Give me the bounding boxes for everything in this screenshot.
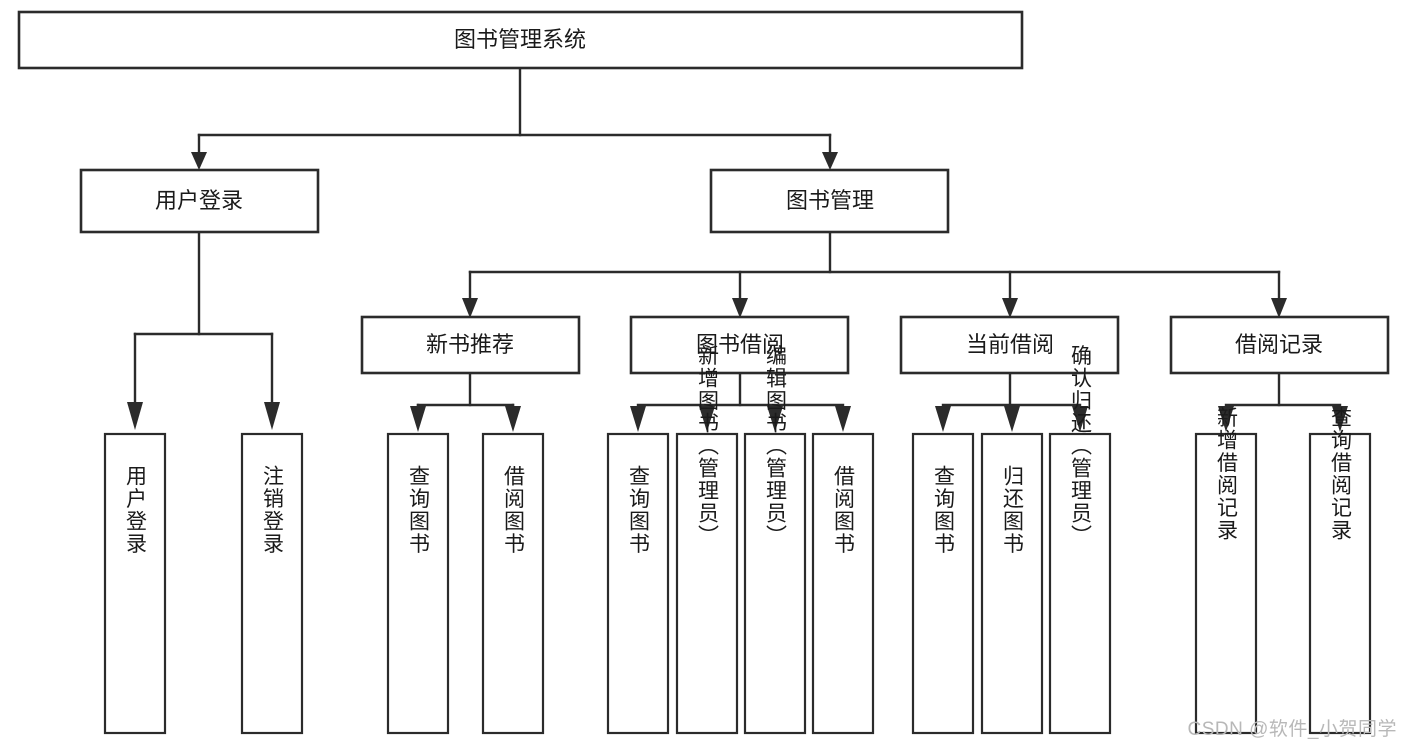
node-current-borrow-box[interactable] [899, 315, 1120, 375]
arrow-head-leaf-confirm-return [1072, 406, 1088, 432]
node-leaf-add-record-label: 新增借阅记录 [1215, 407, 1239, 542]
node-root-label: 图书管理系统 [454, 27, 586, 52]
node-leaf-borrow-book-2[interactable]: 借阅图书 [811, 432, 875, 735]
node-new-book-rec-box[interactable] [360, 315, 581, 375]
node-leaf-query-book-2-label: 查询图书 [627, 465, 651, 555]
node-leaf-query-record[interactable]: 查询借阅记录 [1308, 407, 1372, 735]
arrow-head-book-borrow [732, 298, 748, 318]
node-leaf-confirm-return[interactable]: 确认归还（管理员） [1048, 345, 1112, 735]
node-leaf-borrow-book-2-box[interactable] [811, 432, 875, 735]
node-leaf-user-login-label: 用户登录 [124, 465, 148, 555]
arrow-head-leaf-query-book-1 [410, 406, 426, 432]
node-new-book-rec-label: 新书推荐 [426, 332, 514, 357]
arrow-head-leaf-edit-book [767, 406, 783, 432]
node-leaf-query-record-label: 查询借阅记录 [1329, 407, 1353, 542]
node-current-borrow-label: 当前借阅 [966, 332, 1054, 357]
node-leaf-user-logout-box[interactable] [240, 432, 304, 735]
node-borrow-record-box[interactable] [1169, 315, 1390, 375]
node-leaf-borrow-book-1-box[interactable] [481, 432, 545, 735]
arrow-head-current-borrow [1002, 298, 1018, 318]
arrow-head-leaf-return-book [1004, 406, 1020, 432]
node-leaf-return-book-box[interactable] [980, 432, 1044, 735]
node-book-manage-box[interactable] [709, 168, 950, 234]
arrow-head-leaf-query-book-3 [935, 406, 951, 432]
arrow-head-borrow-record [1271, 298, 1287, 318]
node-leaf-query-book-1-box[interactable] [386, 432, 450, 735]
node-leaf-borrow-book-2-label: 借阅图书 [832, 465, 856, 555]
connector-layer [127, 66, 1348, 432]
node-new-book-rec[interactable]: 新书推荐 [360, 315, 581, 375]
node-leaf-query-book-3[interactable]: 查询图书 [911, 432, 975, 735]
node-leaf-borrow-book-1[interactable]: 借阅图书 [481, 432, 545, 735]
arrow-head-leaf-user-login [127, 402, 143, 430]
node-leaf-query-book-2[interactable]: 查询图书 [606, 432, 670, 735]
node-book-borrow[interactable]: 图书借阅 [629, 315, 850, 375]
node-book-borrow-label: 图书借阅 [696, 332, 784, 357]
node-leaf-query-book-1[interactable]: 查询图书 [386, 432, 450, 735]
arrow-head-user-login [191, 152, 207, 170]
node-leaf-add-record[interactable]: 新增借阅记录 [1194, 407, 1258, 735]
node-leaf-edit-book-label: 编辑图书（管理员） [764, 345, 788, 548]
node-user-login[interactable]: 用户登录 [79, 168, 320, 234]
node-root-box[interactable] [17, 10, 1024, 70]
arrow-head-leaf-add-book [699, 406, 715, 432]
node-borrow-record-label: 借阅记录 [1235, 332, 1323, 357]
node-leaf-edit-book-box[interactable] [743, 432, 807, 735]
node-user-login-box[interactable] [79, 168, 320, 234]
node-leaf-query-book-3-label: 查询图书 [932, 465, 956, 555]
node-leaf-add-record-box[interactable] [1194, 432, 1258, 735]
arrow-head-leaf-user-logout [264, 402, 280, 430]
node-leaf-return-book[interactable]: 归还图书 [980, 432, 1044, 735]
node-book-manage[interactable]: 图书管理 [709, 168, 950, 234]
node-leaf-query-book-2-box[interactable] [606, 432, 670, 735]
node-leaf-user-logout-label: 注销登录 [261, 465, 285, 555]
node-leaf-query-record-box[interactable] [1308, 432, 1372, 735]
arrow-head-leaf-add-record [1218, 406, 1234, 432]
node-leaf-confirm-return-box[interactable] [1048, 432, 1112, 735]
node-user-login-label: 用户登录 [155, 188, 243, 213]
node-leaf-confirm-return-label: 确认归还（管理员） [1069, 345, 1093, 548]
node-book-manage-label: 图书管理 [786, 188, 874, 213]
node-leaf-add-book-label: 新增图书（管理员） [696, 345, 720, 548]
arrow-head-leaf-borrow-book-1 [505, 406, 521, 432]
node-leaf-user-login[interactable]: 用户登录 [103, 432, 167, 735]
arrow-head-book-manage [822, 152, 838, 170]
node-leaf-user-login-box[interactable] [103, 432, 167, 735]
node-leaf-user-logout[interactable]: 注销登录 [240, 432, 304, 735]
node-leaf-query-book-1-label: 查询图书 [407, 465, 431, 555]
node-leaf-borrow-book-1-label: 借阅图书 [502, 465, 526, 555]
node-current-borrow[interactable]: 当前借阅 [899, 315, 1120, 375]
arrow-head-leaf-borrow-book-2 [835, 406, 851, 432]
node-leaf-add-book[interactable]: 新增图书（管理员） [675, 345, 739, 735]
arrow-head-new-book-rec [462, 298, 478, 318]
node-leaf-return-book-label: 归还图书 [1001, 465, 1025, 555]
node-root[interactable]: 图书管理系统 [17, 10, 1024, 70]
node-book-borrow-box[interactable] [629, 315, 850, 375]
arrow-head-leaf-query-record [1332, 406, 1348, 432]
arrow-head-leaf-query-book-2 [630, 406, 646, 432]
node-borrow-record[interactable]: 借阅记录 [1169, 315, 1390, 375]
node-leaf-edit-book[interactable]: 编辑图书（管理员） [743, 345, 807, 735]
node-leaf-query-book-3-box[interactable] [911, 432, 975, 735]
node-leaf-add-book-box[interactable] [675, 432, 739, 735]
